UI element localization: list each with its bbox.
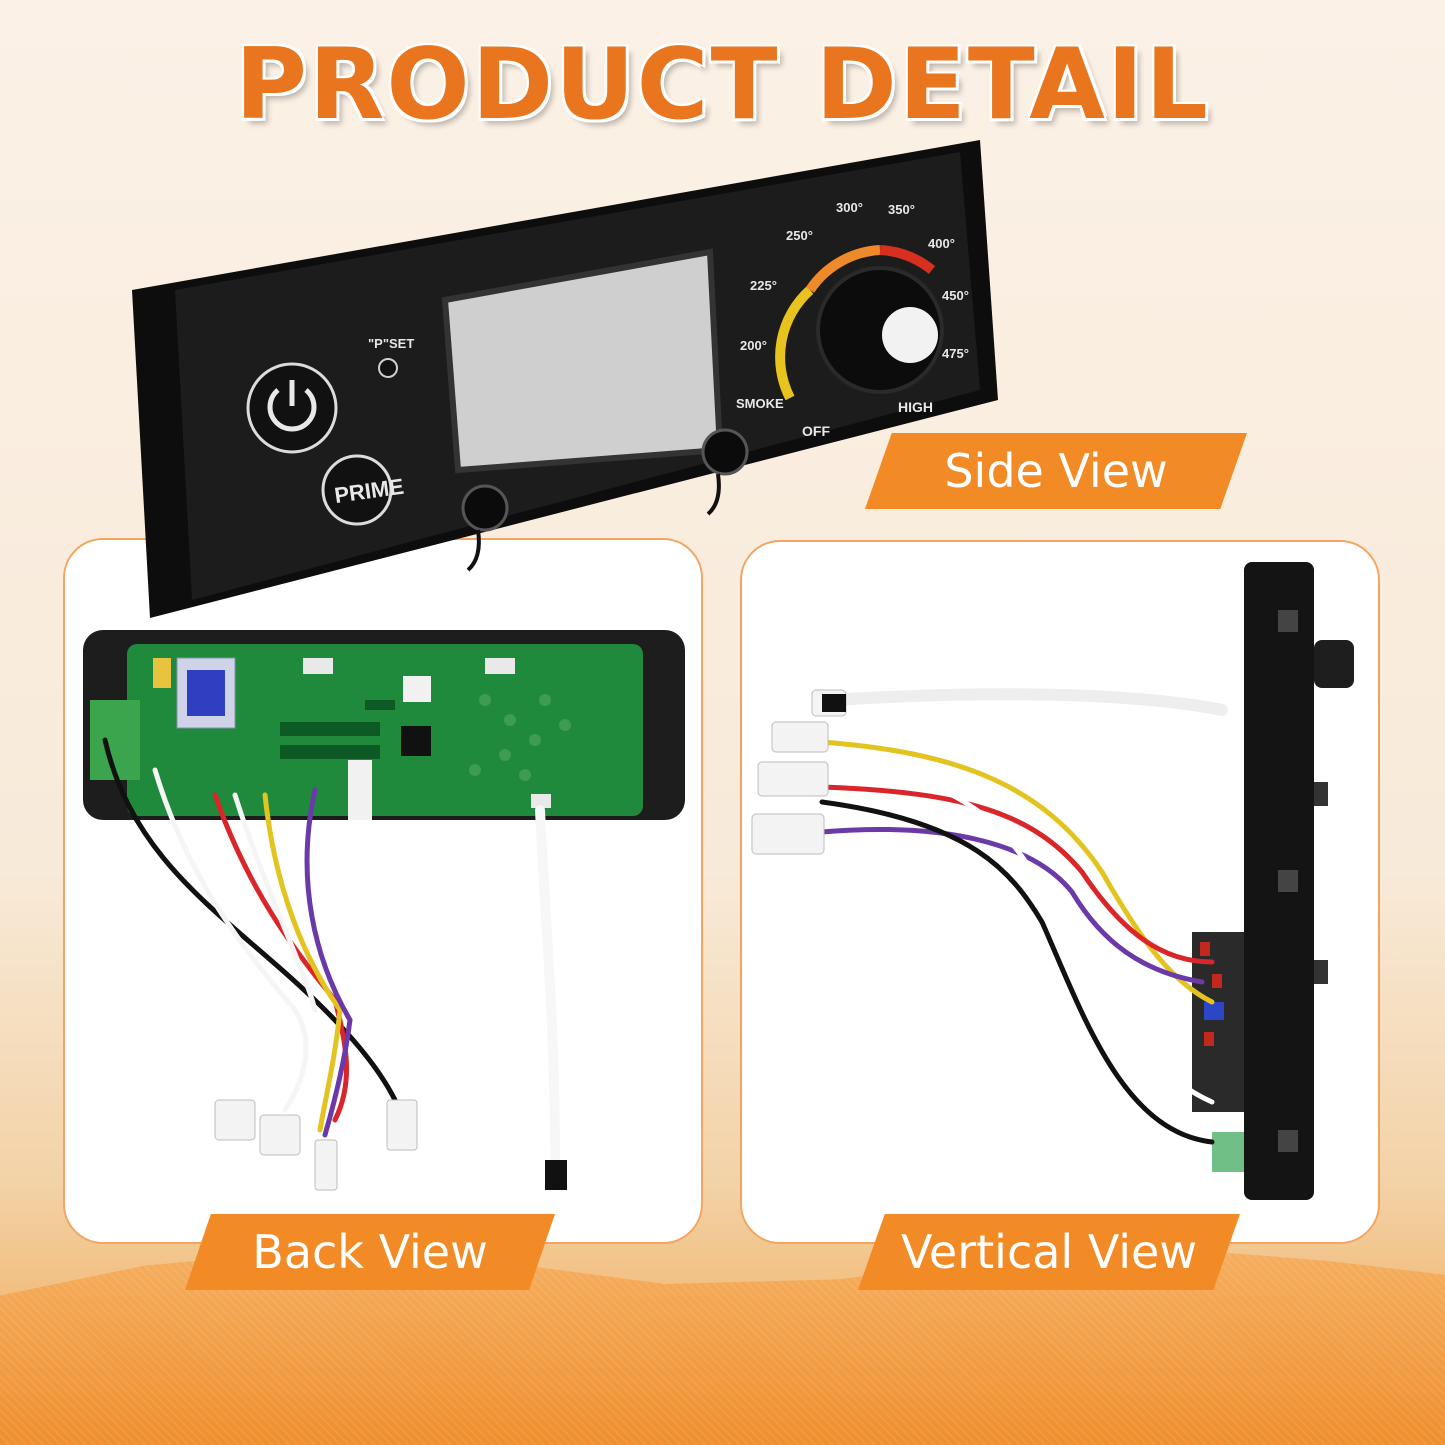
dial-mark-400: 400° xyxy=(928,236,955,251)
back-view-image xyxy=(83,630,685,1191)
vertical-view-image xyxy=(751,562,1354,1200)
back-view-card xyxy=(63,538,703,1244)
side-view-label: Side View xyxy=(865,433,1247,509)
dial-mark-smoke: SMOKE xyxy=(736,396,784,411)
dial-mark-450: 450° xyxy=(942,288,969,303)
page-title: PRODUCT DETAIL xyxy=(235,28,1210,142)
dial-mark-350: 350° xyxy=(888,202,915,217)
power-icon[interactable] xyxy=(246,362,338,454)
vertical-view-label: Vertical View xyxy=(858,1214,1240,1290)
dial-mark-200: 200° xyxy=(740,338,767,353)
control-panel-front: PRIME "P"SET SMOKE 200° 225° 250° 300° 3… xyxy=(120,140,1000,620)
preset-button[interactable] xyxy=(378,358,398,378)
dial-mark-225: 225° xyxy=(750,278,777,293)
vertical-view-card xyxy=(740,540,1380,1244)
back-view-label: Back View xyxy=(185,1214,555,1290)
dial-off-label: OFF xyxy=(802,423,830,439)
prime-button[interactable] xyxy=(321,454,393,526)
dial-mark-475: 475° xyxy=(942,346,969,361)
probe-port-1 xyxy=(461,484,509,532)
preset-label: "P"SET xyxy=(368,336,414,351)
dial-high-label: HIGH xyxy=(898,399,933,415)
dial-mark-250: 250° xyxy=(786,228,813,243)
probe-port-2 xyxy=(701,428,749,476)
dial-mark-300: 300° xyxy=(836,200,863,215)
knob-cap-icon xyxy=(882,307,938,363)
